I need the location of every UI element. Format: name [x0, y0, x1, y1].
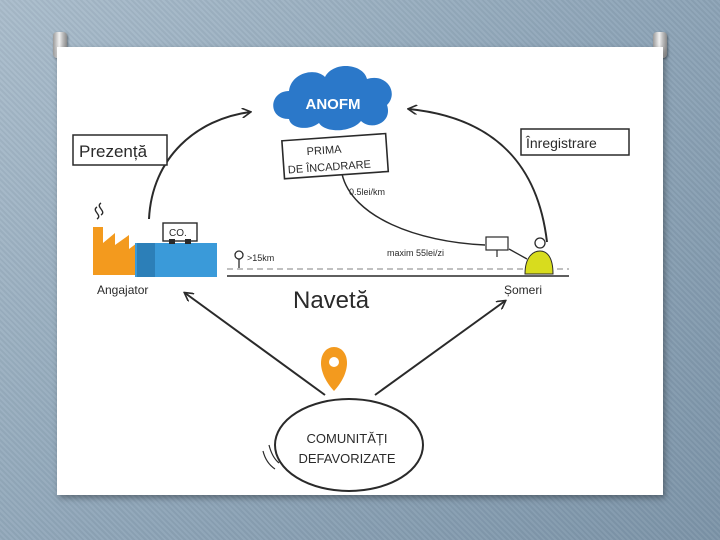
naveta-label: Navetă [293, 287, 370, 314]
arrow-comunitati-angajator [185, 293, 326, 396]
distance-label: >15km [247, 253, 274, 263]
someri-label: Șomeri [504, 283, 542, 297]
inregistrare-label: Înregistrare [525, 135, 597, 151]
angajator-label: Angajator [97, 283, 148, 297]
max-day-label: maxim 55lei/zi [387, 248, 444, 258]
prezenta-label: Prezență [79, 142, 148, 161]
factory-icon [93, 202, 217, 277]
arrow-prima-someri [341, 173, 486, 246]
co-label: CO. [169, 228, 187, 239]
location-pin-icon [321, 347, 347, 391]
arrow-prezenta [148, 112, 250, 220]
comunitati-circle [274, 398, 424, 492]
prima-box: PRIMA DE ÎNCADRARE [281, 132, 390, 180]
diagram-svg: ANOFM PRIMA DE ÎNCADRARE 0.5lei/km Preze… [72, 65, 630, 492]
comunitati-line2: DEFAVORIZATE [298, 451, 395, 466]
prima-line2: DE ÎNCADRARE [287, 158, 371, 177]
arrow-comunitati-someri [374, 301, 505, 396]
road [227, 268, 569, 277]
prima-line1: PRIMA [306, 144, 342, 158]
prezenta-box [72, 134, 168, 166]
comunitati-line1: COMUNITĂȚI [307, 431, 388, 446]
diagram-card: ANOFM PRIMA DE ÎNCADRARE 0.5lei/km Preze… [57, 47, 663, 495]
motion-lines [262, 444, 280, 470]
anofm-cloud-icon [273, 65, 392, 131]
location-marker-icon [234, 250, 244, 268]
unemployed-person-icon [485, 236, 554, 275]
arrow-inregistrare [409, 109, 548, 243]
inregistrare-box [520, 128, 630, 156]
rate-km-label: 0.5lei/km [349, 187, 385, 197]
anofm-label: ANOFM [306, 96, 361, 113]
